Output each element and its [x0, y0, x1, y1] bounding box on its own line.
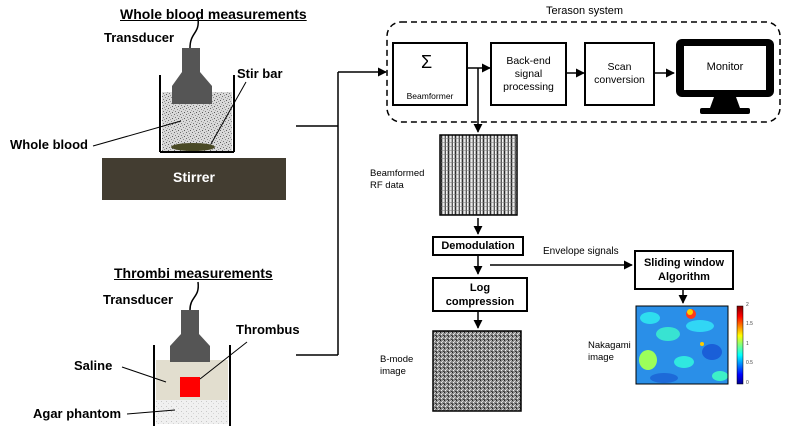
backend-processing-label: Back-end signal processing: [503, 54, 554, 93]
monitor-label: Monitor: [706, 61, 744, 73]
transducer-icon: [172, 48, 212, 104]
thrombi-setup: [121, 281, 248, 426]
colorbar-tick: 2: [746, 302, 749, 308]
log-compression-label: Log compression: [445, 281, 515, 308]
terason-title: Terason system: [546, 5, 624, 17]
whole-blood-setup: [92, 17, 286, 200]
stir-bar-label: Stir bar: [237, 66, 283, 81]
nakagami-label: Nakagami image: [588, 340, 631, 363]
connector-bracket: [296, 67, 387, 356]
beamformer-box: Beamformer: [392, 42, 468, 106]
colorbar-tick: 1.5: [746, 321, 753, 327]
saline-label: Saline: [74, 358, 113, 373]
stirrer: [102, 158, 286, 200]
scan-conversion-box: Scan conversion: [584, 42, 655, 106]
backend-processing-box: Back-end signal processing: [490, 42, 567, 106]
thrombi-title: Thrombi measurements: [114, 265, 273, 281]
colorbar-tick: 0: [746, 380, 749, 386]
stir-bar: [171, 143, 215, 151]
bmode-label: B-mode image: [380, 354, 414, 377]
processing-arrows: [473, 68, 688, 329]
colorbar-tick: 0.5: [746, 360, 753, 366]
monitor-icon: [676, 39, 774, 114]
transducer-icon: [170, 310, 210, 362]
thrombus: [180, 377, 200, 397]
rf-data-image: [439, 134, 518, 216]
whole-blood-title: Whole blood measurements: [120, 6, 307, 22]
transducer-cable: [189, 281, 199, 311]
demodulation-box: Demodulation: [432, 236, 524, 256]
transducer-label: Transducer: [104, 30, 175, 45]
whole-blood-label: Whole blood: [10, 137, 88, 152]
sliding-window-box: Sliding window Algorithm: [634, 250, 734, 290]
transducer-cable: [189, 17, 199, 49]
demodulation-label: Demodulation: [441, 240, 515, 252]
sliding-window-label: Sliding window Algorithm: [643, 257, 725, 283]
rf-data-label: Beamformed RF data: [370, 168, 425, 191]
terason-frame: [386, 21, 781, 123]
agar-phantom: [156, 400, 228, 424]
stirrer-label: Stirrer: [172, 169, 216, 185]
nakagami-colorbar: [736, 305, 744, 385]
bmode-image: [432, 330, 522, 412]
transducer-label: Transducer: [103, 292, 174, 307]
scan-conversion-label: Scan conversion: [594, 61, 645, 86]
envelope-signals-label: Envelope signals: [543, 246, 619, 257]
colorbar-tick: 1: [746, 341, 749, 347]
sigma-symbol: Σ: [421, 52, 433, 72]
log-compression-box: Log compression: [432, 277, 528, 312]
beamformer-label: Beamformer: [406, 91, 454, 101]
thrombus-label: Thrombus: [236, 322, 300, 337]
agar-phantom-label: Agar phantom: [33, 406, 122, 421]
nakagami-image: [635, 305, 744, 385]
